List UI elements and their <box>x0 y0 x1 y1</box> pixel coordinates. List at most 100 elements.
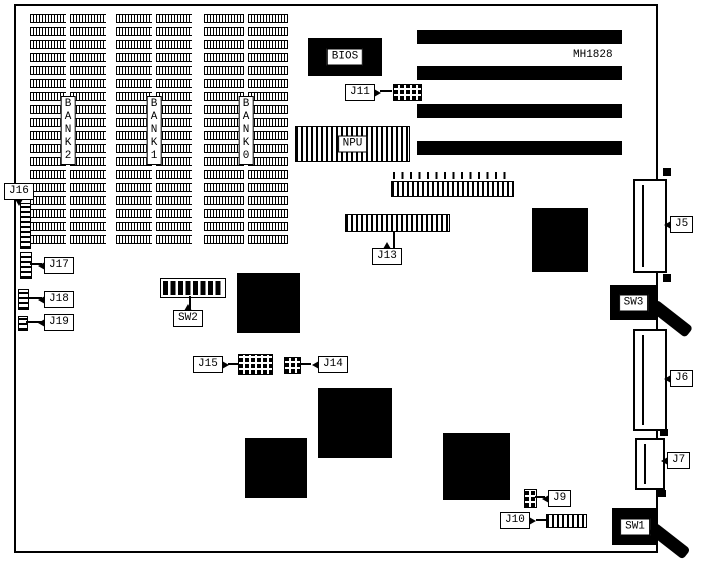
callout-pointer-icon <box>183 304 192 311</box>
j9-leader-line <box>535 496 545 498</box>
j15-label: J15 <box>198 358 218 370</box>
j14-callout: J14 <box>312 356 348 373</box>
sw2-label: SW2 <box>178 312 198 324</box>
j14-connector <box>284 357 301 374</box>
callout-pointer-icon <box>373 88 381 97</box>
callout-pointer-icon <box>661 456 668 465</box>
j15-callout: J15 <box>193 356 229 373</box>
j16-label: J16 <box>9 185 29 197</box>
j17-callout: J17 <box>38 257 74 274</box>
sw1-switch: SW1 <box>612 508 658 545</box>
j15-leader-line <box>228 363 238 365</box>
sw2-dip-switch <box>160 278 226 298</box>
edge-mount-tab <box>663 274 671 282</box>
j11-label: J11 <box>350 86 370 98</box>
j5-callout: J5 <box>664 216 694 233</box>
j5-label: J5 <box>675 218 689 230</box>
memory-bank-1: B A N K 1 <box>116 10 192 244</box>
dram-chip-column <box>30 10 66 244</box>
callout-pointer-icon <box>382 242 391 249</box>
callout-pointer-icon <box>542 494 549 503</box>
j9-connector <box>524 489 537 508</box>
j13-callout: J13 <box>372 242 402 265</box>
header-pins <box>393 172 511 179</box>
j10-label: J10 <box>505 514 525 526</box>
dram-chip-column <box>70 10 106 244</box>
bank-0-label: B A N K 0 <box>238 96 254 165</box>
j18-label: J18 <box>49 293 69 305</box>
j6-label: J6 <box>675 372 689 384</box>
dram-chip-column <box>248 10 288 244</box>
sw3-label: SW3 <box>618 294 649 311</box>
qfp-chip <box>443 433 510 500</box>
j16-connector <box>20 203 31 249</box>
j10-connector <box>546 514 587 528</box>
j18-connector <box>18 289 29 310</box>
j7-port <box>635 438 665 490</box>
callout-pointer-icon <box>528 516 536 525</box>
qfp-chip <box>318 388 392 458</box>
j7-label: J7 <box>672 454 686 466</box>
dram-chip-column <box>156 10 192 244</box>
bank-2-label: B A N K 2 <box>60 96 76 165</box>
j9-callout: J9 <box>542 490 572 507</box>
callout-pointer-icon <box>14 199 23 206</box>
j14-leader-line <box>299 363 311 365</box>
j14-label: J14 <box>323 358 343 370</box>
j17-label: J17 <box>49 259 69 271</box>
expansion-slot-2 <box>417 66 622 80</box>
qfp-chip <box>532 208 588 272</box>
dram-chip-column <box>116 10 152 244</box>
callout-pointer-icon <box>38 318 45 327</box>
sw2-callout: SW2 <box>173 304 203 327</box>
expansion-slot-3 <box>417 104 622 118</box>
j6-port-key <box>642 335 644 425</box>
j6-callout: J6 <box>664 370 694 387</box>
header-connector <box>391 181 514 197</box>
j13-label: J13 <box>377 250 397 262</box>
j13-leader-line <box>393 231 395 248</box>
memory-bank-2: B A N K 2 <box>30 10 106 244</box>
j16-callout: J16 <box>4 183 34 206</box>
j11-leader-line <box>380 90 392 92</box>
edge-mount-tab <box>658 490 666 497</box>
callout-pointer-icon <box>38 261 45 270</box>
j15-connector <box>238 354 273 375</box>
j17-connector <box>20 252 32 279</box>
j5-port <box>633 179 667 273</box>
j17-leader-line <box>30 263 42 265</box>
j9-label: J9 <box>553 492 567 504</box>
callout-pointer-icon <box>38 295 45 304</box>
npu-socket: NPU <box>295 126 410 162</box>
expansion-slot-4 <box>417 141 622 155</box>
callout-pointer-icon <box>312 360 319 369</box>
j18-callout: J18 <box>38 291 74 308</box>
qfp-chip <box>237 273 300 333</box>
memory-bank-0: B A N K 0 <box>204 10 288 244</box>
j13-connector <box>345 214 450 232</box>
bank-1-label: B A N K 1 <box>146 96 162 165</box>
j7-port-key <box>644 444 646 484</box>
dip-switch-positions <box>163 281 223 295</box>
j10-leader-line <box>536 519 546 521</box>
j7-callout: J7 <box>661 452 691 469</box>
j5-port-key <box>642 185 644 267</box>
j19-label: J19 <box>49 316 69 328</box>
expansion-slot-1 <box>417 30 622 44</box>
callout-pointer-icon <box>664 374 671 383</box>
sw3-switch: SW3 <box>610 285 657 320</box>
bios-chip: BIOS <box>308 38 382 76</box>
dram-chip-column <box>204 10 244 244</box>
j10-callout: J10 <box>500 512 536 529</box>
callout-pointer-icon <box>664 220 671 229</box>
edge-mount-tab <box>663 168 671 176</box>
edge-mount-tab <box>660 429 668 436</box>
board-outline <box>14 4 658 553</box>
j19-leader-line <box>26 321 42 323</box>
j11-callout: J11 <box>345 84 381 101</box>
callout-pointer-icon <box>221 360 229 369</box>
j6-port <box>633 329 667 431</box>
board-model: MH1828 <box>573 49 613 61</box>
npu-label: NPU <box>337 135 368 153</box>
